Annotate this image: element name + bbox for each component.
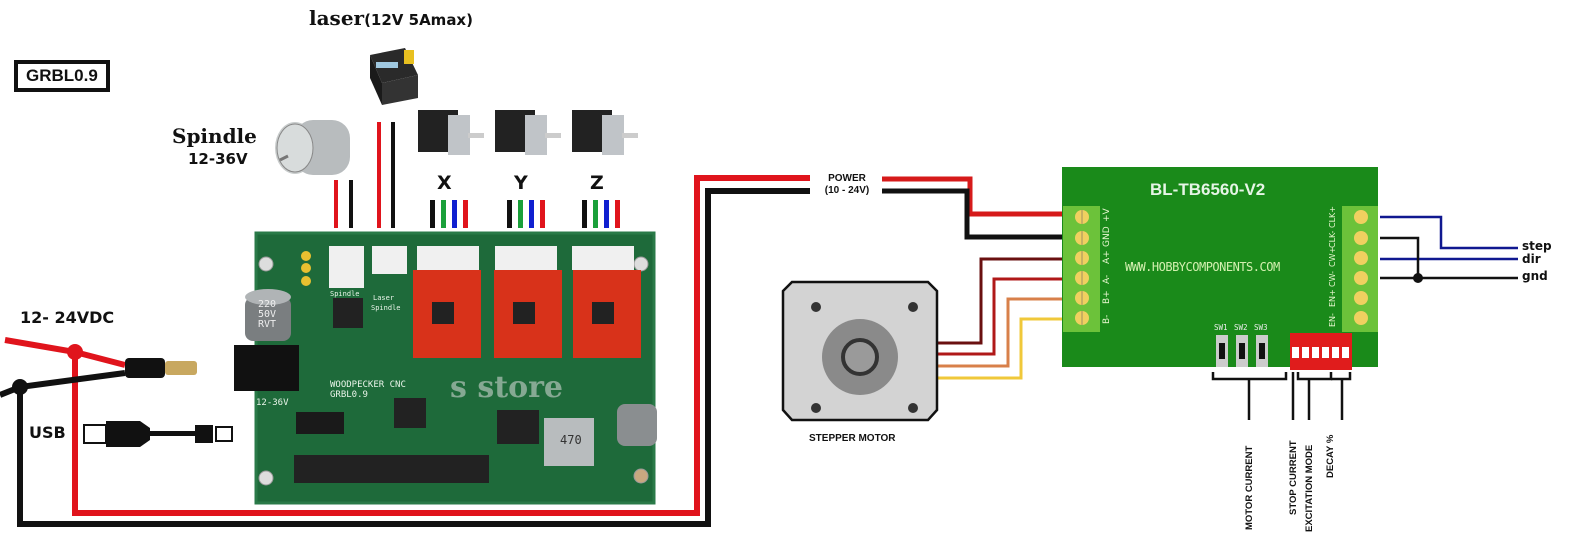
driver-board-url: WWW.HOBBYCOMPONENTS.COM bbox=[1125, 260, 1280, 274]
dip-switch-bank bbox=[1290, 333, 1352, 370]
terminal-label-clk-minus: CLK- bbox=[1328, 230, 1337, 248]
terminal-label-clk-plus: CLK+ bbox=[1328, 206, 1337, 228]
tb-power-red bbox=[882, 176, 1062, 217]
terminal-label-b-minus: B- bbox=[1102, 314, 1112, 324]
power-wire-red-loop bbox=[72, 175, 810, 516]
grbl-version-box: GRBL0.9 bbox=[14, 60, 110, 92]
tb-power-black bbox=[882, 188, 1062, 240]
tb6560-driver-board bbox=[1062, 167, 1378, 370]
power-label-line1: POWER bbox=[828, 173, 866, 184]
usb-label: USB bbox=[29, 423, 66, 442]
laser-label: laser(12V 5Amax) bbox=[309, 6, 473, 30]
connector-label-spindle: Spindle bbox=[330, 290, 360, 298]
power-wire-red bbox=[4, 337, 126, 368]
stepper-y-icon bbox=[495, 110, 561, 155]
switch-label-sw2: SW2 bbox=[1234, 323, 1248, 332]
terminal-label-a-minus: A- bbox=[1102, 274, 1112, 284]
dc-jack-icon bbox=[125, 358, 197, 378]
capacitor-left bbox=[245, 289, 291, 341]
power-wire-label: POWER (10 - 24V) bbox=[812, 173, 882, 197]
signal-label-step: step bbox=[1522, 239, 1552, 253]
setting-decay: DECAY % bbox=[1325, 434, 1336, 478]
setting-brackets bbox=[1211, 372, 1352, 420]
signal-wire-step bbox=[1380, 215, 1518, 250]
sw2-switch bbox=[1236, 335, 1248, 367]
setting-stop-current: STOP CURRENT bbox=[1288, 440, 1299, 515]
connector-label-laser: Laser bbox=[373, 294, 395, 302]
axis-label-y: Y bbox=[514, 172, 528, 194]
laser-spec: (12V 5Amax) bbox=[364, 11, 473, 29]
y-axis-wires bbox=[507, 200, 545, 228]
connector-label-spindle-2: Spindle bbox=[371, 304, 401, 312]
terminal-label-b-plus: B+ bbox=[1102, 290, 1112, 304]
laser-module-icon bbox=[370, 48, 418, 105]
terminal-label-en-plus: EN+ bbox=[1328, 289, 1337, 307]
motor-wire-a-plus bbox=[937, 257, 1062, 345]
switch-label-sw1: SW1 bbox=[1214, 323, 1228, 332]
board-voltage-text: 12-36V bbox=[256, 398, 289, 408]
motor-wire-b-plus bbox=[937, 297, 1062, 368]
spindle-label: Spindle bbox=[172, 124, 257, 148]
terminal-label-cw-plus: CW+ bbox=[1328, 246, 1337, 267]
inductor-text: 470 bbox=[560, 433, 582, 447]
signal-label-gnd: gnd bbox=[1522, 269, 1548, 283]
stepper-x-icon bbox=[418, 110, 484, 155]
cap-series: RVT bbox=[258, 319, 277, 330]
z-axis-wires bbox=[582, 200, 620, 228]
capacitor-right bbox=[617, 404, 657, 446]
terminal-label-en-minus: EN- bbox=[1328, 313, 1337, 327]
spindle-motor-icon bbox=[275, 120, 350, 175]
axis-label-x: X bbox=[437, 172, 452, 194]
cap-voltage: 50V bbox=[258, 309, 277, 320]
power-label-line2: (10 - 24V) bbox=[824, 185, 870, 196]
signal-label-dir: dir bbox=[1522, 252, 1541, 266]
stepper-motor-illustration bbox=[781, 280, 939, 422]
usb-cable-icon bbox=[83, 421, 233, 447]
stepper-motor-caption: STEPPER MOTOR bbox=[809, 433, 896, 444]
watermark: s store bbox=[450, 370, 563, 405]
woodpecker-controller-board bbox=[234, 231, 657, 505]
power-wire-black-loop bbox=[17, 188, 810, 527]
motor-wire-a-minus bbox=[937, 277, 1062, 356]
axis-label-z: Z bbox=[590, 172, 604, 194]
terminal-label-gnd: GND bbox=[1102, 226, 1112, 247]
board-brand-text: WOODPECKER CNC bbox=[330, 380, 406, 390]
stepper-z-icon bbox=[572, 110, 638, 155]
driver-board-name: BL-TB6560-V2 bbox=[1150, 180, 1266, 199]
sw3-switch bbox=[1256, 335, 1268, 367]
terminal-label-cw-minus: CW- bbox=[1328, 270, 1337, 287]
power-input-label: 12- 24VDC bbox=[20, 308, 115, 327]
junction-dot-gnd bbox=[1413, 273, 1423, 283]
signal-wire-clk-minus bbox=[1380, 236, 1420, 278]
terminal-label-plus-v: +V bbox=[1102, 208, 1112, 222]
motor-wire-b-minus bbox=[937, 317, 1062, 380]
sw1-switch bbox=[1216, 335, 1228, 367]
board-firmware-text: GRBL0.9 bbox=[330, 390, 368, 400]
setting-motor-current: MOTOR CURRENT bbox=[1244, 445, 1255, 530]
setting-excitation-mode: EXCITATION MODE bbox=[1304, 444, 1315, 532]
junction-dot-red bbox=[67, 344, 83, 360]
laser-name: laser bbox=[309, 6, 365, 30]
spindle-voltage: 12-36V bbox=[188, 150, 248, 168]
x-axis-wires bbox=[430, 200, 468, 228]
junction-dot-black bbox=[12, 379, 28, 395]
cap-value: 220 bbox=[258, 299, 277, 310]
terminal-label-a-plus: A+ bbox=[1102, 250, 1112, 264]
switch-label-sw3: SW3 bbox=[1254, 323, 1268, 332]
